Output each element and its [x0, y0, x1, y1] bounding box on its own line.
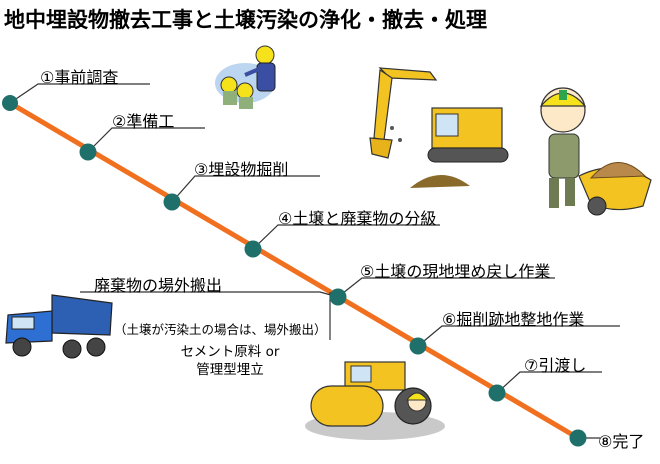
node-step-2 — [79, 143, 97, 161]
leader-step-2 — [87, 127, 205, 153]
step-label-5: ⑤土壌の現地埋め戻し作業 — [360, 262, 551, 281]
leader-step-6 — [417, 325, 620, 347]
branch-dest-line2: 管理型埋立 — [196, 362, 264, 378]
branch-note: （土壌が汚染土の場合は、場外搬出） — [114, 322, 327, 337]
node-step-1 — [2, 95, 18, 111]
leader-step-5 — [337, 277, 555, 298]
page-title: 地中埋設物撤去工事と土壌汚染の浄化・撤去・処理 — [4, 8, 487, 32]
excavator-icon — [369, 67, 509, 188]
step-nodes — [2, 95, 587, 447]
node-step-7 — [488, 384, 506, 402]
branch-dest-line1: セメント原料 or — [180, 344, 280, 360]
node-step-3 — [163, 193, 181, 211]
leader-lines — [9, 83, 620, 439]
step-label-8: ⑧完了 — [598, 432, 645, 451]
worker-wheelbarrow-icon — [539, 87, 652, 216]
process-line — [7, 100, 581, 441]
dump-truck-icon — [5, 294, 113, 359]
surveyors-icon — [215, 45, 276, 109]
step-label-4: ④土壌と廃棄物の分級 — [278, 209, 437, 228]
node-step-8 — [569, 429, 587, 447]
step-label-7: ⑦引渡し — [524, 356, 587, 375]
node-step-6 — [409, 337, 427, 355]
leader-step-4 — [252, 224, 440, 250]
node-step-4 — [244, 240, 262, 258]
leader-step-1 — [9, 83, 150, 104]
node-step-5 — [329, 288, 347, 306]
leader-step-7 — [496, 371, 602, 394]
step-label-3: ③埋設物掘削 — [194, 160, 289, 179]
step-label-6: ⑥掘削跡地整地作業 — [442, 310, 585, 329]
branch-label: 廃棄物の場外搬出 — [94, 276, 223, 295]
step-label-2: ②準備工 — [112, 112, 175, 131]
step-label-1: ①事前調査 — [40, 68, 119, 87]
leader-step-3 — [171, 175, 320, 203]
road-roller-icon — [305, 361, 445, 440]
